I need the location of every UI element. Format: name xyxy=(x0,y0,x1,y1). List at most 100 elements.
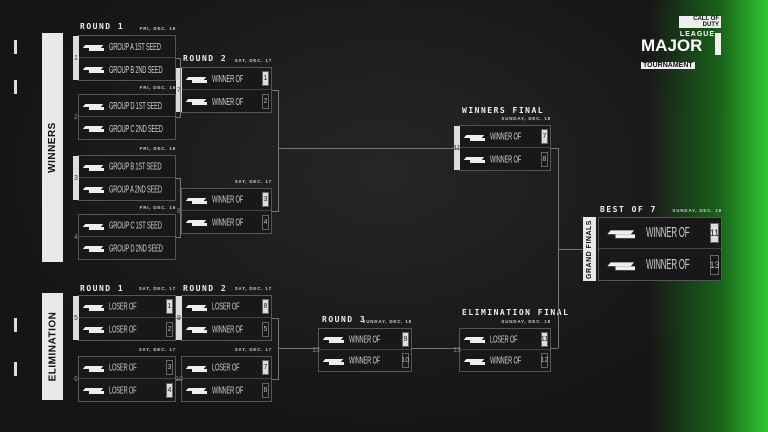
bracket-connector xyxy=(176,58,181,59)
source-match-number: 3 xyxy=(262,192,269,207)
bracket-connector xyxy=(272,379,279,380)
side-tick xyxy=(14,40,17,54)
team-slot[interactable]: GROUP D 2ND SEED xyxy=(79,237,175,259)
source-match-number: 9 xyxy=(402,331,409,347)
slot-label: WINNER OF xyxy=(646,225,690,241)
bracket-connector xyxy=(278,90,279,211)
slot-label: WINNER OF xyxy=(212,95,244,107)
slot-label: LOSER OF xyxy=(109,323,137,335)
cdl-logo-icon xyxy=(187,97,207,105)
bracket-connector xyxy=(272,211,279,212)
team-slot[interactable]: GROUP B 1ST SEED xyxy=(79,156,175,178)
team-slot[interactable]: GROUP C 1ST SEED xyxy=(79,215,175,237)
slot-label: LOSER OF xyxy=(490,333,518,345)
cdl-logo-icon xyxy=(84,124,104,132)
match-date: FRI, DEC. 16 xyxy=(139,146,176,151)
cdl-logo-icon xyxy=(84,65,104,73)
source-match-number: 7 xyxy=(262,360,269,375)
source-match-number: 4 xyxy=(166,382,173,398)
source-match-number: 11 xyxy=(710,223,719,243)
green-glow xyxy=(648,0,768,432)
source-match-number: 8 xyxy=(262,299,269,314)
winners-section-label: WINNERS xyxy=(42,33,63,262)
match-date: FRI, DEC. 16 xyxy=(139,26,176,31)
team-slot[interactable]: GROUP D 1ST SEED xyxy=(79,95,175,117)
bracket-connector xyxy=(176,379,181,380)
round-header-w-r2: ROUND 2 xyxy=(183,54,228,63)
slot-label: WINNER OF xyxy=(212,384,244,396)
bracket-connector xyxy=(176,237,181,238)
team-slot[interactable]: GROUP A 1ST SEED xyxy=(79,36,175,58)
slot-label: GROUP D 1ST SEED xyxy=(109,99,162,112)
slot-label: LOSER OF xyxy=(109,384,137,396)
cdl-logo-icon xyxy=(84,222,104,230)
bracket-connector xyxy=(278,348,318,349)
match-date: SAT, DEC. 17 xyxy=(138,286,176,291)
slot-label: WINNER OF xyxy=(349,354,381,367)
round-header-w-r1: ROUND 1 xyxy=(80,22,125,31)
cdl-logo-icon xyxy=(465,357,485,365)
bracket-connector xyxy=(176,178,181,179)
match-date: SUNDAY, DEC. 18 xyxy=(501,116,551,121)
slot-label: WINNER OF xyxy=(490,153,522,165)
team-slot[interactable]: WINNER OF 11 xyxy=(599,218,721,249)
bracket-connector xyxy=(558,148,559,348)
match-date: SUNDAY, DEC. 18 xyxy=(362,319,412,324)
brand-line4: TOURNAMENT xyxy=(641,62,695,69)
cdl-logo-icon xyxy=(84,364,104,372)
team-slot[interactable]: GROUP C 2ND SEED xyxy=(79,117,175,139)
source-match-number: 7 xyxy=(541,129,548,144)
source-match-number: 1 xyxy=(166,299,173,314)
team-slot[interactable]: GROUP B 2ND SEED xyxy=(79,58,175,80)
source-match-number: 1 xyxy=(262,71,269,86)
match-number: 1 xyxy=(73,36,79,80)
team-slot[interactable]: LOSER OF 4 xyxy=(79,379,175,401)
source-match-number: 5 xyxy=(262,321,269,337)
bracket-connector xyxy=(412,348,459,349)
cdl-logo-icon xyxy=(84,163,104,171)
match-date: SAT, DEC. 17 xyxy=(234,286,272,291)
team-slot[interactable]: GROUP A 2ND SEED xyxy=(79,178,175,200)
match-number: 3 xyxy=(73,156,79,200)
brand-line2: LEAGUE xyxy=(679,31,715,38)
cdl-logo-icon xyxy=(465,155,485,163)
bracket-connector xyxy=(278,148,459,149)
cdl-logo-icon xyxy=(84,244,104,252)
match-date: SAT, DEC. 17 xyxy=(234,58,272,63)
cdl-logo-icon xyxy=(609,228,635,239)
round-header-ef: ELIMINATION FINAL xyxy=(462,308,570,317)
slot-label: WINNER OF xyxy=(490,354,522,367)
